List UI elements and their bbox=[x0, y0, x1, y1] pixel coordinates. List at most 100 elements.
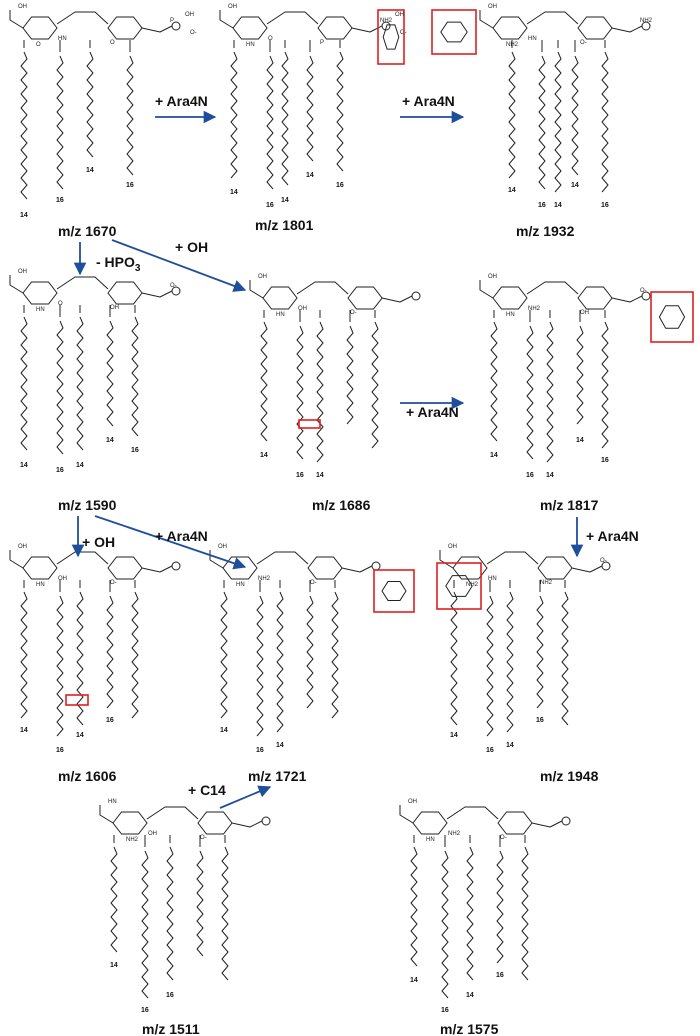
chain-length-label: 14 bbox=[106, 437, 114, 444]
molecules-layer: 14161416OHOHNOPOHO-1416141416OHHNOPNH2OH… bbox=[9, 4, 694, 1014]
atom-label: OH bbox=[18, 544, 27, 550]
chain-length-label: 16 bbox=[126, 182, 134, 189]
chain-length-label: 16 bbox=[266, 202, 274, 209]
atom-label: O- bbox=[110, 580, 117, 586]
atom-label: O- bbox=[580, 40, 587, 46]
sugar-ring-right bbox=[497, 811, 533, 835]
chain-length-label: 14 bbox=[20, 462, 28, 469]
glycosidic-linkage bbox=[446, 806, 499, 820]
glycosidic-linkage bbox=[266, 11, 319, 25]
ara4n-highlight bbox=[650, 291, 694, 343]
acyl-chain bbox=[601, 51, 609, 193]
step-label-hpo3-main: - HPO bbox=[96, 254, 135, 270]
phosphate-left-bond bbox=[249, 280, 264, 299]
atom-label: NH2 bbox=[380, 18, 393, 24]
acyl-chain bbox=[56, 320, 64, 455]
step-label-ara4n-2: + Ara4N bbox=[402, 93, 455, 109]
acyl-chain bbox=[441, 850, 449, 999]
ara4n-highlight-box bbox=[377, 9, 405, 65]
phosphate-left-bond bbox=[439, 550, 454, 569]
chain-length-label: 16 bbox=[526, 472, 534, 479]
ara4n-sugar-ring bbox=[658, 305, 686, 329]
acyl-chain bbox=[538, 55, 546, 190]
phosphate-right-bond bbox=[141, 290, 173, 298]
sugar-ring-right bbox=[577, 286, 613, 310]
atom-label: O bbox=[268, 36, 273, 42]
atom-label: OH bbox=[395, 12, 404, 18]
chain-length-label: 14 bbox=[410, 977, 418, 984]
mz-label-1721: m/z 1721 bbox=[248, 768, 307, 784]
chain-length-label: 14 bbox=[466, 992, 474, 999]
sugar-ring-left bbox=[412, 811, 448, 835]
sugar-ring-left bbox=[262, 286, 298, 310]
atom-label: OH bbox=[148, 831, 157, 837]
acyl-chain bbox=[260, 321, 268, 442]
mz-label-1817: m/z 1817 bbox=[540, 497, 599, 513]
chain-length-label: 16 bbox=[131, 447, 139, 454]
reaction-arrow bbox=[111, 239, 247, 292]
atom-label: HN bbox=[58, 36, 67, 42]
mz-label-1575: m/z 1575 bbox=[440, 1021, 499, 1036]
acyl-chain bbox=[546, 321, 554, 463]
ara4n-sugar-ring bbox=[445, 575, 473, 597]
reaction-arrow bbox=[94, 515, 247, 570]
ara4n-highlight bbox=[436, 562, 482, 610]
sugar-ring-left bbox=[22, 556, 58, 580]
acyl-chain bbox=[561, 591, 569, 726]
mz-label-1590: m/z 1590 bbox=[58, 497, 117, 513]
chain-length-label: 16 bbox=[56, 467, 64, 474]
mz-label-1670: m/z 1670 bbox=[58, 223, 117, 239]
atom-label: O- bbox=[350, 310, 357, 316]
atom-label: NH2 bbox=[506, 42, 519, 48]
glycosidic-linkage bbox=[526, 11, 579, 25]
atom-label: HN bbox=[506, 312, 515, 318]
phosphorus-atom bbox=[171, 286, 181, 296]
chain-length-label: 14 bbox=[490, 452, 498, 459]
step-label-hpo3: - HPO3 bbox=[96, 254, 141, 274]
phosphorus-atom bbox=[641, 291, 651, 301]
glycosidic-linkage bbox=[146, 806, 199, 820]
chain-length-label: 14 bbox=[76, 732, 84, 739]
acyl-chain bbox=[601, 321, 609, 449]
atom-label: NH2 bbox=[540, 580, 553, 586]
atom-label: P bbox=[170, 18, 174, 24]
phosphate-right-bond bbox=[611, 295, 643, 303]
sugar-ring-right bbox=[197, 811, 233, 835]
glycosidic-linkage bbox=[56, 276, 109, 290]
sugar-ring-left bbox=[492, 16, 528, 40]
acyl-chain bbox=[230, 51, 238, 179]
glycosidic-linkage bbox=[56, 551, 109, 565]
phosphate-right-bond bbox=[231, 820, 263, 828]
sugar-ring-left bbox=[22, 281, 58, 305]
phosphate-right-bond bbox=[341, 565, 373, 573]
acyl-chain bbox=[331, 591, 339, 719]
sugar-ring-right bbox=[107, 281, 143, 305]
reaction-arrow bbox=[219, 785, 272, 809]
sugar-ring-left bbox=[222, 556, 258, 580]
acyl-chain bbox=[56, 55, 64, 190]
sugar-ring-right bbox=[537, 556, 573, 580]
step-label-c14: + C14 bbox=[188, 782, 226, 798]
acyl-chain bbox=[20, 591, 28, 719]
chain-length-label: 16 bbox=[601, 202, 609, 209]
atom-label: HN bbox=[528, 36, 537, 42]
acyl-chain bbox=[450, 591, 458, 726]
phosphorus-atom bbox=[601, 561, 611, 571]
atom-label: O- bbox=[200, 835, 207, 841]
sugar-ring-left bbox=[492, 286, 528, 310]
sugar-ring-left bbox=[22, 16, 58, 40]
acyl-chain bbox=[106, 595, 114, 709]
glycosidic-linkage bbox=[486, 551, 539, 565]
step-label-oh-2: + OH bbox=[82, 534, 115, 550]
ara4n-highlight bbox=[377, 9, 405, 65]
phosphorus-atom bbox=[411, 291, 421, 301]
atom-label: HN bbox=[108, 799, 117, 805]
mz-label-1606: m/z 1606 bbox=[58, 768, 117, 784]
atom-label: OH bbox=[18, 4, 27, 10]
phosphate-left-bond bbox=[99, 805, 114, 824]
phosphorus-atom bbox=[561, 816, 571, 826]
